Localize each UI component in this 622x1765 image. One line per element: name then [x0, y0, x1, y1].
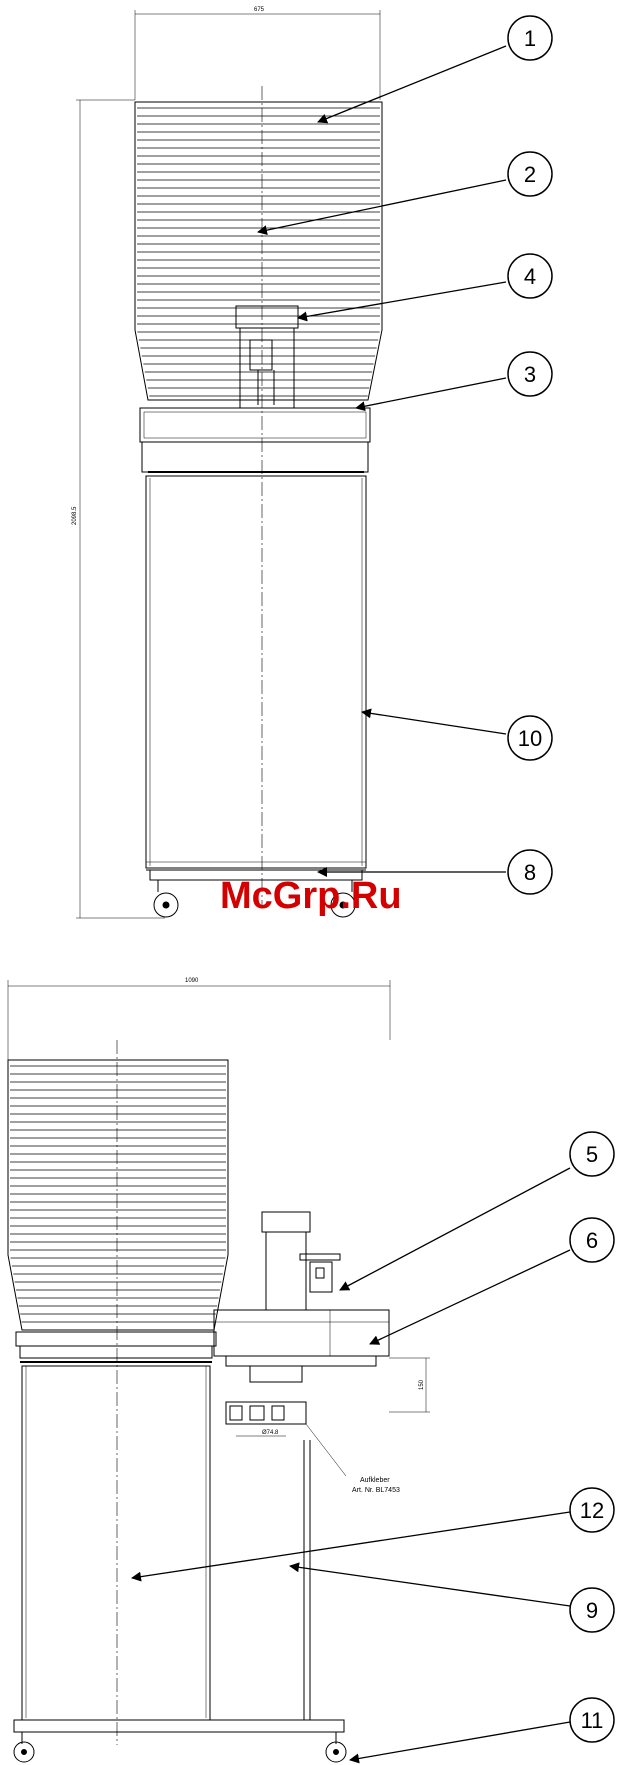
side-view	[8, 980, 430, 1762]
callout-10: 10	[362, 712, 552, 760]
callout-4: 4	[298, 254, 552, 318]
side-frame	[14, 1392, 344, 1744]
watermark-text: McGrp.Ru	[220, 875, 402, 917]
side-motor	[262, 1212, 340, 1310]
side-caster-left	[14, 1742, 34, 1762]
sticker-label-line1: Aufkleber	[360, 1477, 390, 1484]
callout-5-number: 5	[586, 1142, 598, 1167]
front-caster-left	[154, 893, 178, 917]
side-inlet	[250, 1366, 302, 1382]
callout-12: 12	[132, 1488, 614, 1578]
sticker-label-line2: Art. Nr. BL7453	[352, 1487, 400, 1494]
front-fan-housing	[140, 408, 370, 476]
side-flange-dimension: 150	[419, 1379, 425, 1390]
callout-5: 5	[340, 1132, 614, 1290]
side-fan-housing	[214, 1310, 430, 1412]
side-width-dimension: 1090	[185, 978, 199, 984]
front-collection-bag	[146, 476, 366, 868]
callout-11-number: 11	[581, 1708, 604, 1733]
front-width-dimension: 675	[254, 7, 265, 13]
callout-12-number: 12	[580, 1498, 604, 1523]
side-collection-bag	[22, 1366, 210, 1720]
callout-2-number: 2	[524, 162, 536, 187]
side-flange	[16, 1332, 216, 1362]
callout-8-number: 8	[524, 860, 536, 885]
sticker-panel	[226, 1402, 346, 1476]
callout-3: 3	[356, 352, 552, 408]
callout-11: 11	[350, 1698, 614, 1760]
callout-4-number: 4	[524, 264, 536, 289]
callout-6: 6	[370, 1218, 614, 1344]
callout-1-number: 1	[524, 26, 536, 51]
callout-10-number: 10	[518, 726, 542, 751]
callout-9-number: 9	[586, 1598, 598, 1623]
callout-9: 9	[290, 1566, 614, 1632]
callout-1: 1	[318, 16, 552, 122]
callout-3-number: 3	[524, 362, 536, 387]
front-height-dimension: 2098.5	[72, 506, 78, 525]
front-motor	[236, 306, 298, 408]
front-view	[76, 10, 382, 918]
callout-6-number: 6	[586, 1228, 598, 1253]
side-filter-bag	[8, 1060, 228, 1330]
side-caster-right	[326, 1742, 346, 1762]
side-diameter-dimension: Ø74.8	[262, 1430, 279, 1436]
front-filter-bag	[135, 102, 382, 400]
